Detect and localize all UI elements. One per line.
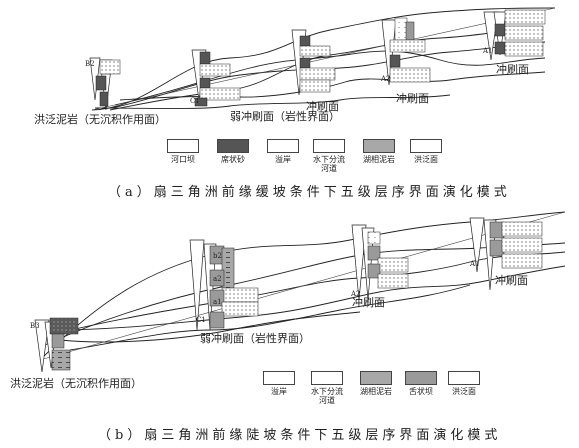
tag-b3: B3 — [30, 322, 40, 330]
tag-a1: A1 — [483, 47, 493, 55]
tag-c1: C1 — [190, 97, 200, 105]
caption-a: （a）扇三角洲前缘缓坡条件下五级层序界面演化模式 — [108, 185, 511, 200]
label-flood-mudstone-b: 洪泛泥岩（无沉积作用面） — [10, 377, 142, 390]
panel-a-column-c1 — [191, 49, 241, 107]
label-scour-a1: 冲刷面 — [306, 100, 339, 113]
panel-b-column-a2 — [351, 224, 409, 301]
label-weak-scour-b: 弱冲刷面（岩性界面） — [200, 332, 310, 345]
tag-a2: A2 — [381, 75, 391, 83]
panel-b-column-b3 — [34, 317, 79, 373]
legend-a-swatch-1 — [167, 139, 199, 153]
legend-b-swatch-5 — [448, 371, 480, 385]
legend-a-flooding-surface: 洪泛面 — [405, 139, 447, 164]
legend-b-swatch-2 — [311, 371, 343, 385]
label-scour-b-top: 冲刷面 — [495, 274, 528, 287]
legend-a-overbank: 溢岸 — [262, 139, 304, 164]
panel-a-column-b2 — [89, 57, 121, 111]
legend-b-swatch-4 — [405, 371, 437, 385]
tag-a1-b: A1 — [470, 260, 480, 268]
legend-a-swatch-3 — [267, 139, 299, 153]
legend-a-swatch-4 — [313, 139, 345, 153]
caption-b: （b）扇三角洲前缘陡坡条件下五级层序界面演化模式 — [98, 428, 502, 443]
label-scour-b-mid: 冲刷面 — [352, 296, 385, 309]
legend-b-swatch-3 — [360, 371, 392, 385]
legend-a-sheet-sand: 席状砂 — [212, 139, 254, 164]
tag-b2-small: b2 — [213, 252, 222, 260]
panel-a-column-a2 — [381, 17, 431, 86]
tag-a1-small: a1 — [213, 298, 222, 306]
panel-b-column-c1 — [189, 239, 259, 331]
tag-a2-small: a2 — [213, 275, 222, 283]
legend-b-lacustrine-mudstone: 湖相泥岩 — [355, 371, 397, 396]
label-scour-a3: 冲刷面 — [496, 63, 529, 76]
tag-a2-b: A2 — [351, 290, 361, 298]
legend-b-flooding-surface: 洪泛面 — [443, 371, 485, 396]
panel-b-column-a1 — [469, 217, 543, 291]
label-scour-a2: 冲刷面 — [396, 92, 429, 105]
legend-a-swatch-2 — [217, 139, 249, 153]
legend-b-overbank: 溢岸 — [258, 371, 300, 396]
legend-b-distributary-channel: 水下分流 河道 — [302, 371, 352, 405]
legend-a-swatch-6 — [410, 139, 442, 153]
legend-a-swatch-5 — [363, 139, 395, 153]
tag-b2: B2 — [85, 60, 95, 68]
legend-b-tongue-bar: 舌状坝 — [400, 371, 442, 396]
legend-b-swatch-1 — [263, 371, 295, 385]
tag-c1-b: C1 — [196, 316, 206, 324]
legend-a-distributary-channel: 水下分流 河道 — [304, 139, 354, 173]
legend-a-lacustrine-mudstone: 湖相泥岩 — [358, 139, 400, 164]
legend-a-river-mouth-bar: 河口坝 — [162, 139, 204, 164]
panel-a-column-a1 — [483, 9, 546, 61]
label-weak-scour-a: 弱冲刷面（岩性界面） — [230, 110, 340, 123]
label-flood-mudstone-a: 洪泛泥岩（无沉积作用面） — [34, 113, 166, 126]
panel-a-column-mid — [291, 29, 336, 96]
